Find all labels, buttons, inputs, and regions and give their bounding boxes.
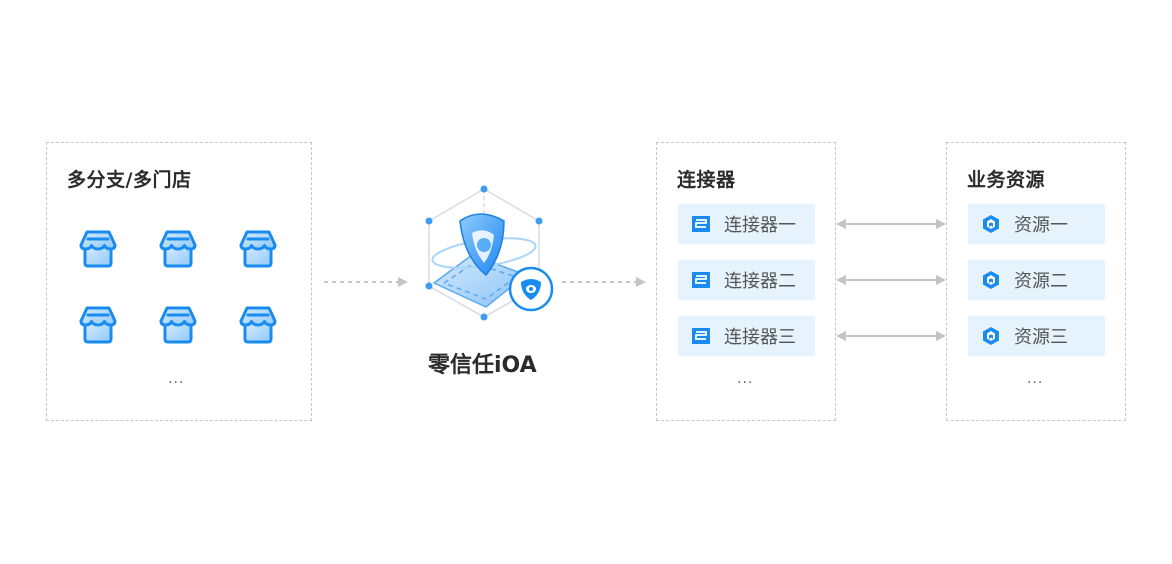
connector-item-2[interactable]: 连接器二 [678, 260, 815, 300]
resources-box: 业务资源 资源一 资源二 资源三 ... [946, 142, 1126, 421]
connector-label: 连接器一 [724, 215, 796, 236]
branches-box: 多分支/多门店 ... [46, 142, 312, 421]
connector-icon [690, 325, 712, 347]
flow-arrow-connector3-resource3 [836, 331, 946, 341]
resource-item-3[interactable]: 资源三 [968, 316, 1105, 356]
resource-hexagon-icon [980, 213, 1002, 235]
resources-title: 业务资源 [967, 169, 1046, 191]
resource-label: 资源一 [1014, 215, 1068, 236]
store-icon [237, 227, 279, 269]
center-title: 零信任iOA [428, 353, 537, 378]
branches-more: ... [168, 371, 185, 387]
resource-hexagon-icon [980, 269, 1002, 291]
connector-icon [690, 269, 712, 291]
store-icon [237, 303, 279, 345]
connector-item-3[interactable]: 连接器三 [678, 316, 815, 356]
connector-label: 连接器三 [724, 327, 796, 348]
store-icon [77, 227, 119, 269]
connectors-more: ... [737, 371, 754, 387]
flow-arrow-branches-to-ioa [324, 277, 408, 287]
store-icon [157, 227, 199, 269]
resource-item-1[interactable]: 资源一 [968, 204, 1105, 244]
connector-item-1[interactable]: 连接器一 [678, 204, 815, 244]
ioa-logo-icon [508, 266, 554, 312]
store-icon [77, 303, 119, 345]
flow-arrow-connector1-resource1 [836, 219, 946, 229]
resource-label: 资源二 [1014, 271, 1068, 292]
connector-label: 连接器二 [724, 271, 796, 292]
store-icon [157, 303, 199, 345]
resource-hexagon-icon [980, 325, 1002, 347]
connectors-title: 连接器 [677, 169, 736, 191]
resource-label: 资源三 [1014, 327, 1068, 348]
branches-title: 多分支/多门店 [67, 169, 192, 191]
flow-arrow-ioa-to-connectors [562, 277, 646, 287]
connectors-box: 连接器 连接器一 连接器二 连接器三 ... [656, 142, 836, 421]
resource-item-2[interactable]: 资源二 [968, 260, 1105, 300]
flow-arrow-connector2-resource2 [836, 275, 946, 285]
shield-platform-icon [425, 185, 543, 321]
resources-more: ... [1027, 371, 1044, 387]
connector-icon [690, 213, 712, 235]
